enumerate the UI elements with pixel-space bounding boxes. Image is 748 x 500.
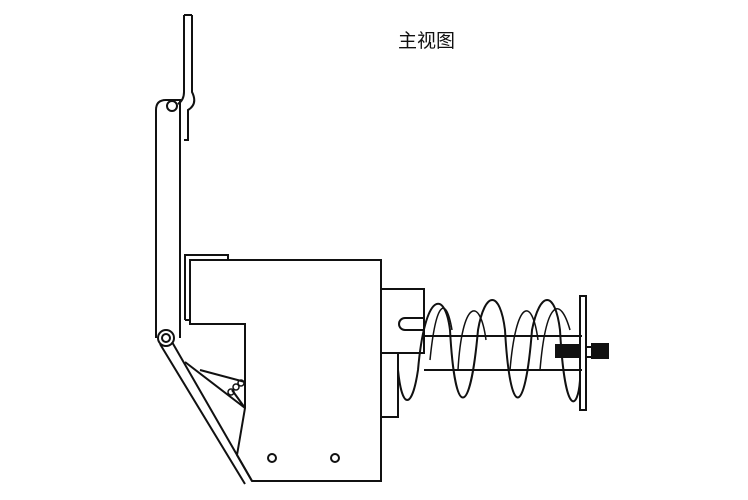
small-bearing (227, 379, 245, 396)
mounting-hole (330, 453, 340, 463)
diagonal-rod (159, 341, 253, 485)
compression-spring (397, 299, 581, 403)
threaded-bolt (555, 343, 609, 359)
inner-wedge (184, 361, 246, 409)
slider-block (381, 288, 425, 418)
mounting-hole (267, 453, 277, 463)
lever-arm (155, 99, 181, 338)
slot (398, 317, 424, 331)
main-block (189, 259, 382, 482)
pivot-joint (157, 329, 175, 347)
view-title: 主视图 (398, 30, 456, 52)
rear-bracket (184, 254, 229, 321)
